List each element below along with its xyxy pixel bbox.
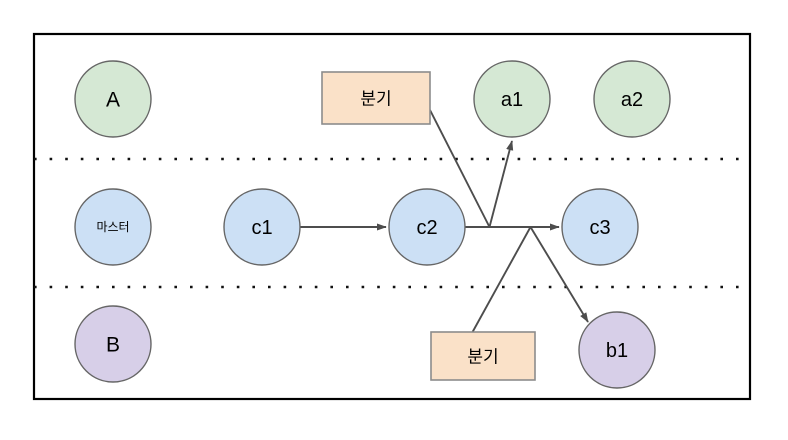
- node-B-label: B: [106, 334, 120, 357]
- node-B-shape: [74, 305, 152, 383]
- node-b1[interactable]: b1: [578, 311, 656, 389]
- node-A-label: A: [106, 89, 120, 112]
- node-B[interactable]: B: [74, 305, 152, 383]
- node-master[interactable]: 마스터: [74, 188, 152, 266]
- node-c3-shape: [561, 188, 639, 266]
- node-c1[interactable]: c1: [223, 188, 301, 266]
- node-A[interactable]: A: [74, 60, 152, 138]
- node-a2-shape: [593, 60, 671, 138]
- branch-box-top-label: 분기: [360, 90, 391, 109]
- node-c2-label: c2: [416, 217, 437, 239]
- node-c2-shape: [388, 188, 466, 266]
- edge-junction-to-a1: [488, 140, 514, 228]
- node-a1[interactable]: a1: [473, 60, 551, 138]
- node-master-label: 마스터: [96, 220, 129, 234]
- branch-box-bottom-label: 분기: [467, 348, 498, 367]
- node-a2[interactable]: a2: [593, 60, 671, 138]
- edge-branch-bottom-to-junction: [471, 226, 532, 334]
- node-b1-label: b1: [606, 340, 628, 362]
- node-c1-shape: [223, 188, 301, 266]
- node-c2[interactable]: c2: [388, 188, 466, 266]
- node-a1-label: a1: [501, 89, 523, 111]
- node-master-shape: [74, 188, 152, 266]
- branch-box-top[interactable]: 분기: [321, 71, 431, 125]
- branch-box-top-shape: [321, 71, 431, 125]
- edge-branch-top-to-junction: [429, 109, 491, 228]
- edges-layer: [300, 109, 589, 334]
- node-c1-label: c1: [251, 217, 272, 239]
- node-c3[interactable]: c3: [561, 188, 639, 266]
- edge-junction-to-b1: [529, 226, 589, 323]
- node-a1-shape: [473, 60, 551, 138]
- branch-box-bottom-shape: [430, 331, 536, 381]
- node-c3-label: c3: [589, 217, 610, 239]
- branch-box-bottom[interactable]: 분기: [430, 331, 536, 381]
- node-a2-label: a2: [621, 89, 643, 111]
- node-A-shape: [74, 60, 152, 138]
- node-b1-shape: [578, 311, 656, 389]
